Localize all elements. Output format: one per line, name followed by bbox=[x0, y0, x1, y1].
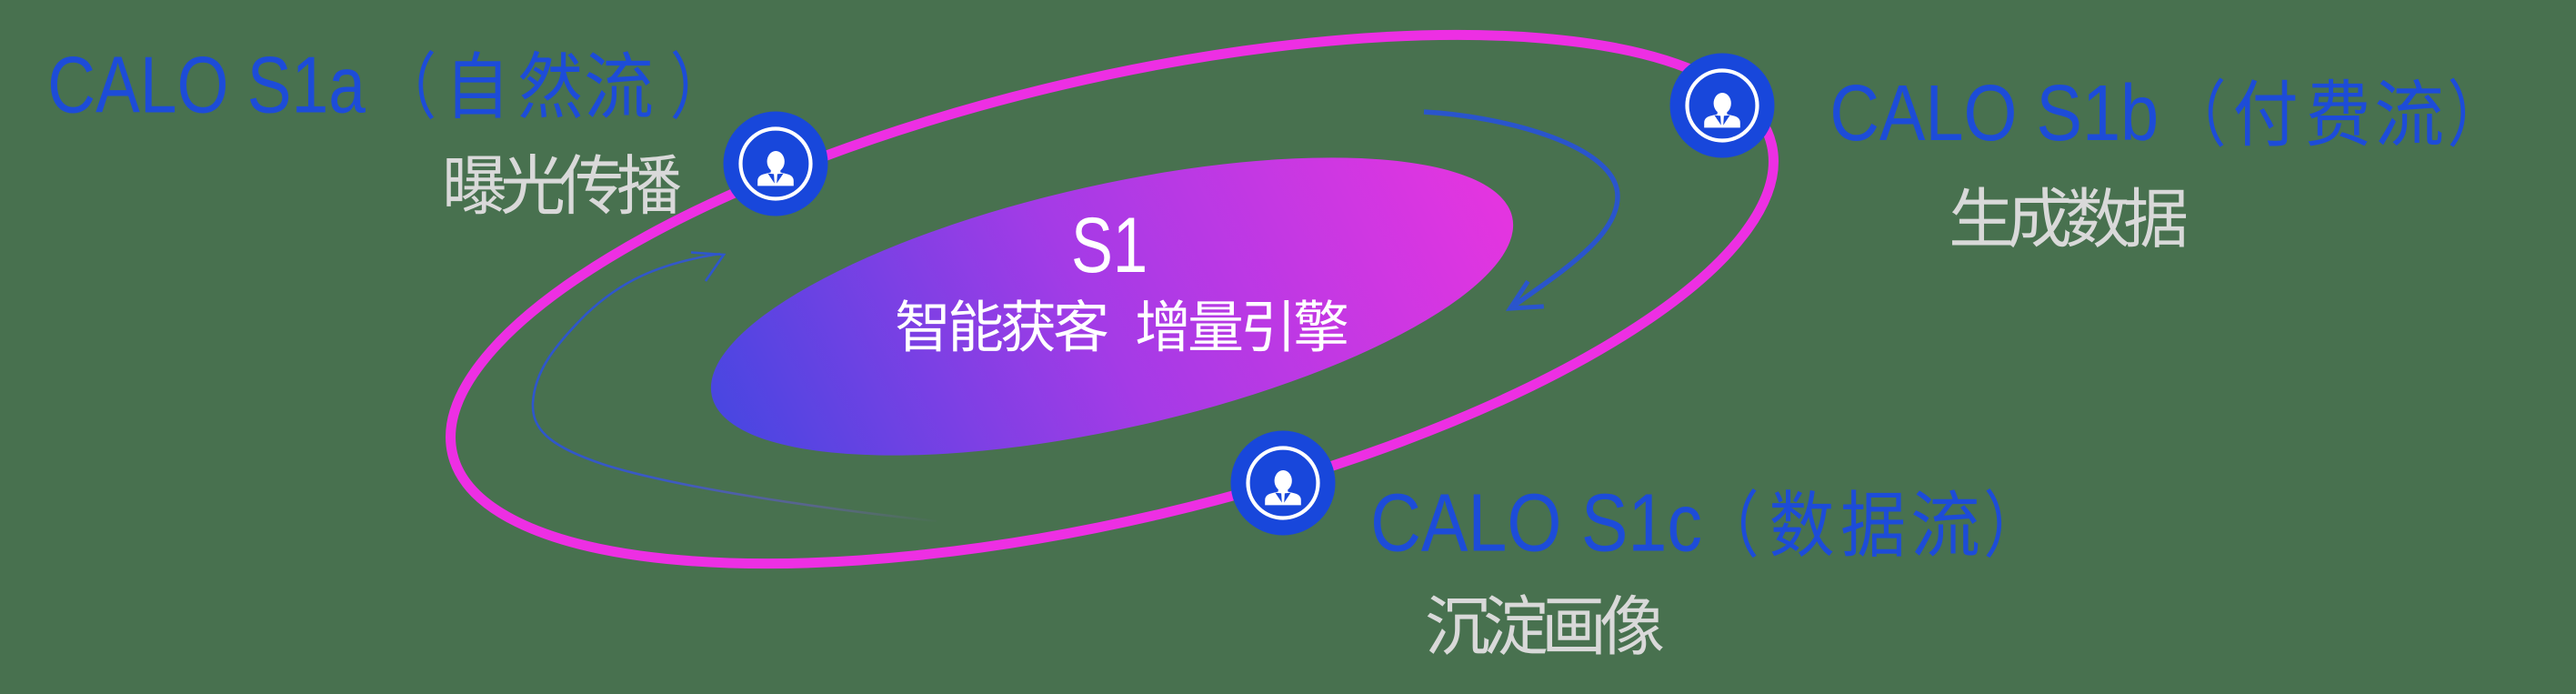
svg-text:S1: S1 bbox=[1071, 202, 1148, 289]
svg-text:CALO S1b: CALO S1b bbox=[1829, 69, 2159, 157]
svg-text:CALO S1c: CALO S1c bbox=[1370, 477, 1702, 568]
svg-text:CALO S1a: CALO S1a bbox=[47, 41, 366, 130]
